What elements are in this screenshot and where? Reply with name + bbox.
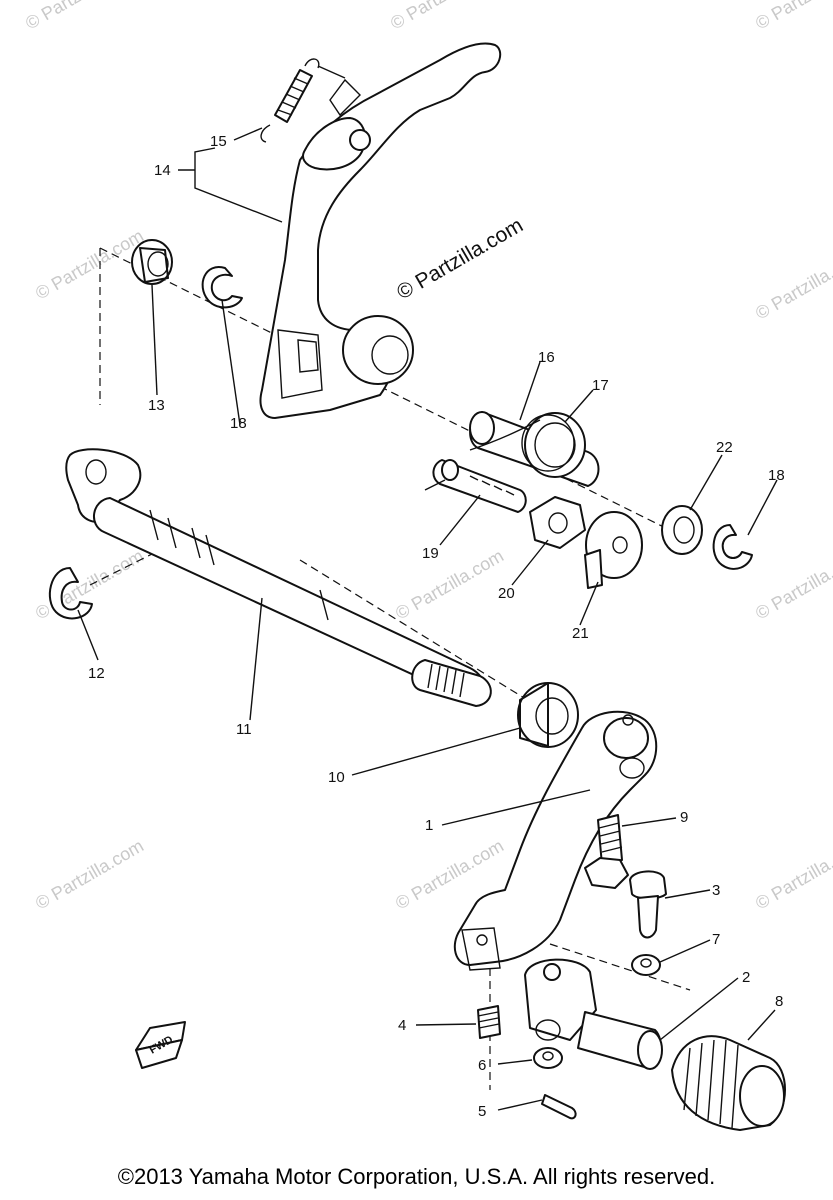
circlip-18-top xyxy=(201,266,243,309)
callout-16: 16 xyxy=(538,349,555,366)
shift-lever-1 xyxy=(453,710,658,971)
callout-4: 4 xyxy=(398,1017,406,1034)
callout-21: 21 xyxy=(572,625,589,642)
callout-18-right: 18 xyxy=(768,467,785,484)
bushing-13 xyxy=(131,239,173,285)
washer-22 xyxy=(661,505,703,555)
shaft-and-spring-16-17-19 xyxy=(424,411,600,513)
bolt-9 xyxy=(584,814,629,889)
callout-2: 2 xyxy=(742,969,750,986)
callout-9: 9 xyxy=(680,809,688,826)
pivot-bolt-3 xyxy=(629,870,667,939)
callout-5: 5 xyxy=(478,1103,486,1120)
callout-19: 19 xyxy=(422,545,439,562)
callout-12: 12 xyxy=(88,665,105,682)
watermark: © Partzilla.com xyxy=(387,0,502,33)
watermark-grid: © Partzilla.com © Partzilla.com © Partzi… xyxy=(22,0,833,913)
shift-arm-assembly xyxy=(259,42,502,419)
callout-3: 3 xyxy=(712,882,720,899)
watermark: © Partzilla.com xyxy=(752,0,833,33)
callout-22: 22 xyxy=(716,439,733,456)
screw-4 xyxy=(477,1005,501,1039)
washer-7 xyxy=(631,954,661,976)
callout-1: 1 xyxy=(425,817,433,834)
return-spring xyxy=(260,58,320,143)
callout-8: 8 xyxy=(775,993,783,1010)
callout-13: 13 xyxy=(148,397,165,414)
callout-20: 20 xyxy=(498,585,515,602)
fwd-arrow: FWD xyxy=(135,1021,186,1069)
callout-15: 15 xyxy=(210,133,227,150)
watermark: © Partzilla.com xyxy=(752,545,833,623)
callout-11: 11 xyxy=(236,721,252,738)
callout-6: 6 xyxy=(478,1057,486,1074)
callout-7: 7 xyxy=(712,931,720,948)
callout-17: 17 xyxy=(592,377,609,394)
cotter-pin-5 xyxy=(541,1094,577,1120)
pedal-rubber-8 xyxy=(671,1035,786,1131)
nut-20 xyxy=(529,496,586,549)
watermark: © Partzilla.com xyxy=(392,545,507,623)
callout-18-top: 18 xyxy=(230,415,247,432)
shift-shaft-11 xyxy=(65,448,492,707)
copyright-notice: ©2013 Yamaha Motor Corporation, U.S.A. A… xyxy=(117,1164,716,1189)
pedal-bracket-2 xyxy=(524,958,663,1070)
washer-6 xyxy=(533,1047,563,1069)
leader-lines xyxy=(77,65,778,1111)
watermark: © Partzilla.com xyxy=(22,0,137,33)
circlip-18-right xyxy=(712,524,753,570)
watermark: © Partzilla.com xyxy=(752,835,833,913)
seal-10 xyxy=(517,682,579,748)
callout-14: 14 xyxy=(154,162,171,179)
plate-21 xyxy=(584,511,643,589)
callouts: 1 2 3 4 5 6 7 8 9 10 11 12 13 14 15 16 1… xyxy=(88,133,785,1120)
watermark: © Partzilla.com xyxy=(752,245,833,323)
watermark: © Partzilla.com xyxy=(32,835,147,913)
circlip-12 xyxy=(48,567,93,620)
watermark-main: © Partzilla.com xyxy=(393,214,527,305)
callout-10: 10 xyxy=(328,769,345,786)
watermark: © Partzilla.com xyxy=(32,225,147,303)
